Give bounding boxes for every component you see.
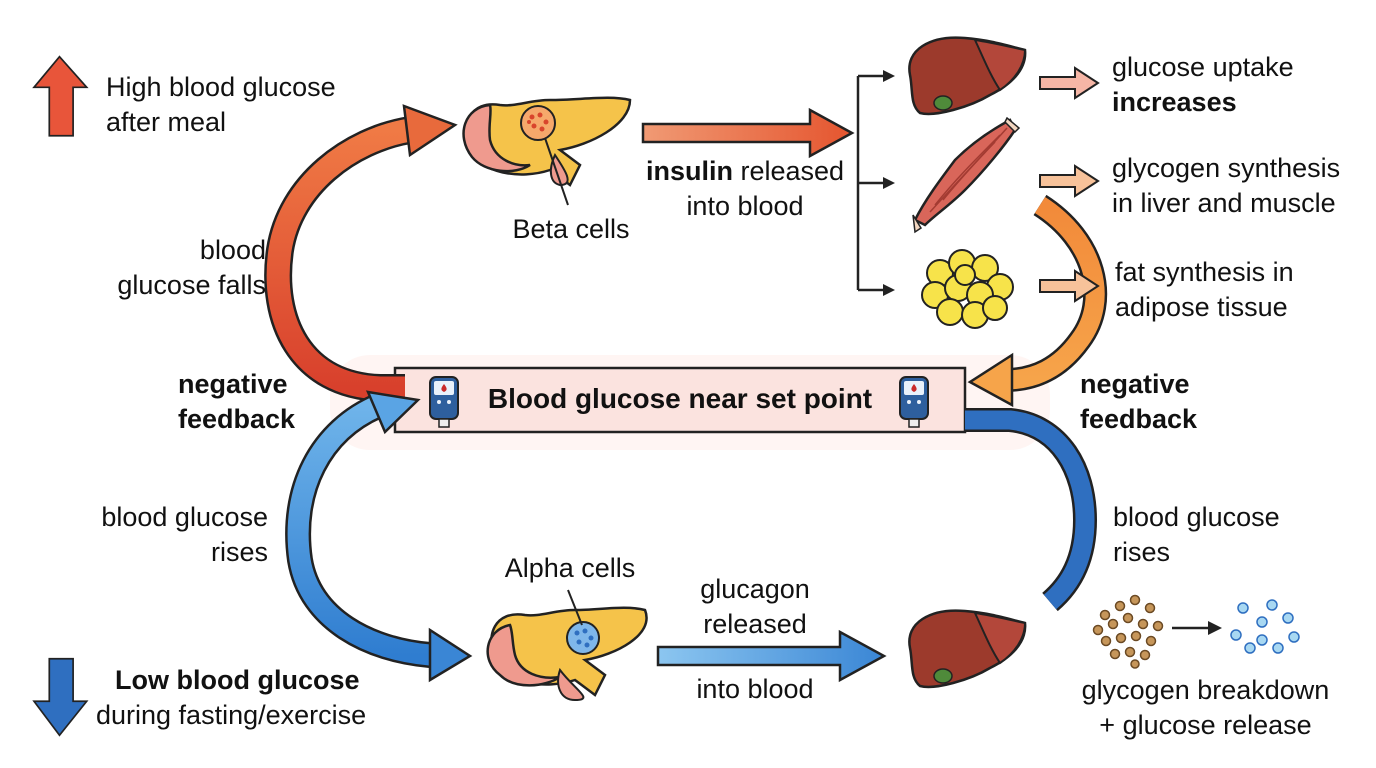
glucose-molecules-icon [1230, 599, 1300, 654]
down-arrow-icon [32, 657, 89, 737]
insulin-release-arrow [641, 107, 855, 159]
beta-cells-label: Beta cells [512, 214, 630, 244]
glucagon-release-arrow [656, 629, 887, 683]
low-glucose-label-line2: during fasting/exercise [96, 700, 367, 730]
alpha-cells-pointer [567, 589, 583, 626]
set-point-banner [393, 366, 967, 434]
beta-cells-pointer [544, 137, 569, 206]
glucometer-icon [899, 376, 929, 428]
low-glucose-label: Low blood glucose [115, 665, 360, 695]
up-arrow-icon [32, 55, 89, 137]
return-arrowhead [967, 352, 1014, 408]
breakdown-arrowhead [1208, 621, 1222, 635]
adipose-icon [921, 249, 1014, 329]
fat-arrow [1039, 269, 1100, 303]
insulin-release-label: insulin released into blood [645, 156, 845, 221]
return-arrow [1004, 196, 1105, 390]
glycogen-breakdown-label: glycogen breakdown+ glucose release [1081, 675, 1330, 740]
insulin-loop-arrowhead [402, 104, 458, 158]
glucometer-icon [429, 376, 459, 428]
insulin-loop-arrow [266, 118, 413, 400]
glycogen-arrow [1039, 164, 1100, 198]
glucagon-loop-arrowhead [428, 627, 473, 683]
glucagon-into-blood-label: into blood [696, 674, 814, 704]
uptake-arrow [1039, 66, 1100, 100]
branch-arrowheads [883, 70, 895, 296]
glucagon-loop-arrowhead-top [365, 390, 421, 435]
set-point-title: Blood glucose near set point [487, 383, 873, 414]
glucagon-loop-arrow [287, 395, 432, 666]
pancreas-icon [462, 96, 632, 187]
glycogen-granules-icon [1092, 594, 1164, 669]
alpha-cells-label: Alpha cells [504, 553, 636, 583]
liver-icon [908, 36, 1027, 116]
branch-connector [856, 74, 885, 292]
muscle-icon [912, 116, 1021, 234]
liver-icon [908, 609, 1027, 689]
pancreas-icon [486, 606, 648, 702]
glucose-rise-arc [965, 410, 1095, 610]
